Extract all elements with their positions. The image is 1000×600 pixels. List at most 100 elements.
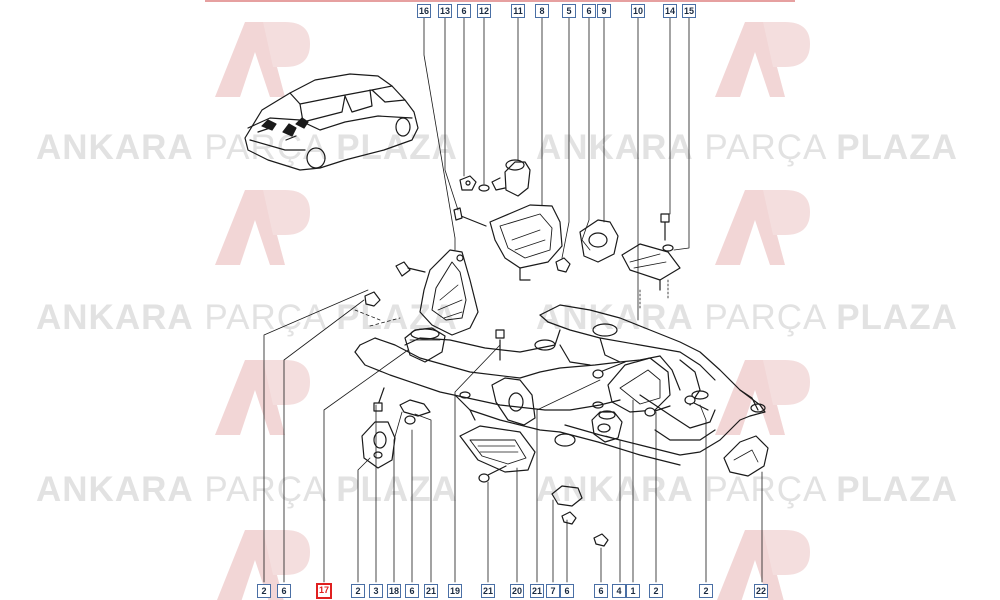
right-bracket [607,357,671,413]
watermark-logo-mr [715,190,810,265]
callout-bottom-18[interactable]: 18 [387,584,401,598]
watermark-logo-tl [215,22,310,97]
nut-six-bottom-right [593,533,609,547]
rubber-block [491,159,531,197]
callout-top-13[interactable]: 13 [438,4,452,18]
nut-five [555,257,571,273]
watermark-word-plaza: PLAZA [836,470,958,509]
bolt-fourteen [660,213,670,241]
watermark-word-ankara: ANKARA [536,128,694,167]
callout-bottom-19[interactable]: 19 [448,584,462,598]
watermark-text-row-2-right: ANKARA PARÇA PLAZA [536,298,958,338]
bolt-thirteen [453,207,487,227]
bolt-twenty-one-right [592,361,626,379]
callout-bottom-17-highlighted[interactable]: 17 [316,583,332,599]
callout-bottom-6[interactable]: 6 [277,584,291,598]
bolt-eighteen [373,387,385,412]
watermark-text-row-3-right: ANKARA PARÇA PLAZA [536,470,958,510]
washer-center [592,401,604,409]
plate-ten [621,243,681,291]
washer-six-left [399,399,431,417]
watermark-word-plaza: PLAZA [336,470,458,509]
callout-top-11[interactable]: 11 [511,4,525,18]
bracket-twenty [459,425,536,473]
callout-bottom-2c[interactable]: 2 [649,584,663,598]
bolt-nineteen [495,329,505,361]
top-mount [489,204,563,281]
nut-left [364,291,381,307]
callout-bottom-4[interactable]: 4 [612,584,626,598]
rubber-mount [404,327,446,363]
watermark-word-ankara: ANKARA [536,298,694,337]
fasteners [364,175,709,547]
callout-bottom-21[interactable]: 21 [424,584,438,598]
nut-six-top [459,175,477,191]
washer-nine [597,423,611,433]
callout-bottom-21b[interactable]: 21 [481,584,495,598]
watermark-word-plaza: PLAZA [836,128,958,167]
callout-bottom-20[interactable]: 20 [510,584,524,598]
callout-top-16[interactable]: 16 [417,4,431,18]
watermark-text-row-3-left: ANKARA PARÇA PLAZA [36,470,458,510]
bracket-twenty-two [723,435,769,477]
callout-bottom-7[interactable]: 7 [546,584,560,598]
callout-top-5[interactable]: 5 [562,4,576,18]
callout-bottom-2d[interactable]: 2 [699,584,713,598]
watermark-logo-tr [715,22,810,97]
watermark-word-ankara: ANKARA [36,298,194,337]
watermark-word-plaza: PLAZA [836,298,958,337]
callout-top-15[interactable]: 15 [682,4,696,18]
callout-top-6b[interactable]: 6 [582,4,596,18]
callout-top-12[interactable]: 12 [477,4,491,18]
side-mount-left [361,421,396,469]
mount-seven [551,485,583,507]
car-thumbnail [244,73,419,171]
watermark-word-ankara: ANKARA [36,470,194,509]
callout-top-10[interactable]: 10 [631,4,645,18]
watermark-text-row-2-left: ANKARA PARÇA PLAZA [36,298,458,338]
callout-bottom-6b[interactable]: 6 [405,584,419,598]
callout-bottom-2b[interactable]: 2 [351,584,365,598]
callout-bottom-21c[interactable]: 21 [530,584,544,598]
callout-bottom-22[interactable]: 22 [754,584,768,598]
watermark-word-parca: PARÇA [704,128,826,167]
callout-top-14[interactable]: 14 [663,4,677,18]
subframe [354,304,766,466]
left-mount-bracket [419,249,479,336]
bracket-center [491,377,536,426]
nut-six-left [404,415,416,425]
watermark-word-parca: PARÇA [204,470,326,509]
watermark-text-row-1-left: ANKARA PARÇA PLAZA [36,128,458,168]
callout-bottom-1[interactable]: 1 [626,584,640,598]
callout-bottom-2[interactable]: 2 [257,584,271,598]
watermark-word-plaza: PLAZA [336,128,458,167]
bolt-twenty-one-left [478,465,507,483]
nut-six-bottom [561,511,577,525]
watermark-word-ankara: ANKARA [36,128,194,167]
rubber-four [591,410,623,443]
leader-lines [263,17,763,583]
washer-fifteen [662,244,674,252]
watermark-word-parca: PARÇA [704,298,826,337]
callout-top-9[interactable]: 9 [597,4,611,18]
watermark-word-parca: PARÇA [204,128,326,167]
watermark-logo-bl [217,530,310,600]
callout-top-8[interactable]: 8 [535,4,549,18]
callout-bottom-6d[interactable]: 6 [594,584,608,598]
callout-bottom-3[interactable]: 3 [369,584,383,598]
mount-nine [579,219,619,263]
watermark-logo-br [717,530,810,600]
top-rule [205,0,795,2]
bolt-right [644,405,671,417]
callout-top-6[interactable]: 6 [457,4,471,18]
callout-bottom-6c[interactable]: 6 [560,584,574,598]
bolt-left-top [395,261,426,277]
watermark-word-ankara: ANKARA [536,470,694,509]
watermark-word-parca: PARÇA [704,470,826,509]
watermark-logo-ll [215,360,310,435]
washer-twelve [478,184,490,192]
watermark-text-row-1-right: ANKARA PARÇA PLAZA [536,128,958,168]
